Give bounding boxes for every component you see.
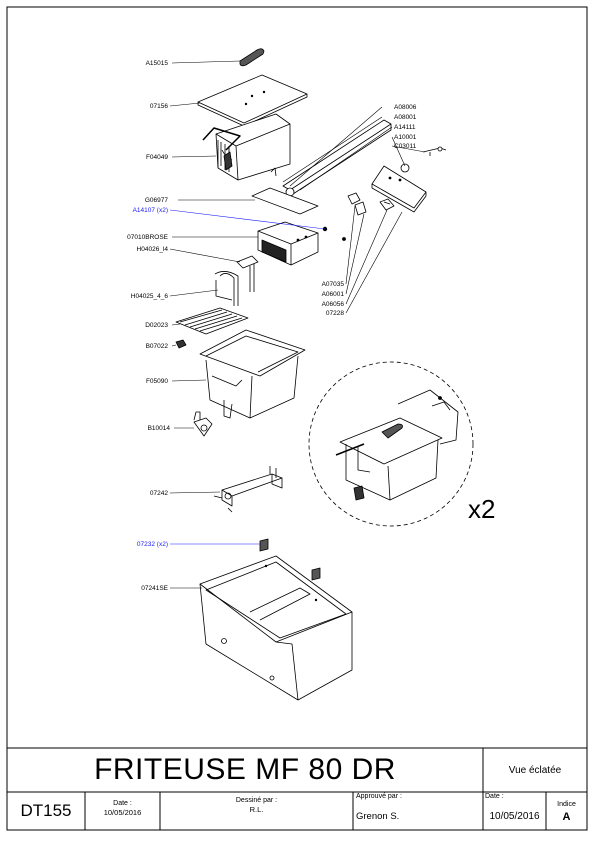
date-caption: Date :: [113, 800, 132, 807]
document-number: DT155: [20, 801, 72, 820]
part-label: A06001: [322, 291, 345, 298]
part-basket: [202, 113, 291, 181]
part-heating-element: [175, 271, 249, 335]
approved-by-caption: Approuvé par :: [356, 793, 402, 800]
part-label: 07242: [150, 490, 168, 497]
part-tank: [199, 329, 306, 419]
part-label: 07156: [150, 103, 168, 110]
part-label: G06977: [145, 197, 169, 204]
part-label: H04026_l4: [137, 246, 169, 253]
date-value: 10/05/2016: [103, 808, 142, 817]
drawn-by-cell: Dessiné par : R.L.: [160, 792, 353, 830]
part-probe-bracket: [236, 255, 259, 292]
highlight-leader-lines: [169, 209, 326, 545]
approval-date-value: 10/05/2016: [489, 811, 540, 822]
part-clip: [259, 538, 321, 581]
approval-date-cell: Date : 10/05/2016: [483, 792, 546, 830]
part-label: B07022: [146, 343, 169, 350]
detail-multiplier: x2: [468, 494, 495, 524]
part-label: 07010BROSE: [127, 234, 168, 241]
sheet-border: [6, 6, 588, 831]
part-label: H04025_4_6: [131, 293, 169, 300]
index-caption: Indice: [557, 801, 576, 808]
part-bracket: [213, 466, 283, 513]
part-label: A10001: [394, 134, 417, 141]
assembled-detail: [308, 361, 474, 527]
drawn-by-caption: Dessiné par :: [235, 797, 278, 804]
part-switches: [347, 192, 395, 216]
part-label: A08001: [394, 114, 417, 121]
leader-lines: [169, 60, 426, 589]
drawing-title: FRITEUSE MF 80 DR: [94, 753, 396, 786]
part-element-bar: [270, 119, 392, 197]
part-label: 07232 (x2): [137, 541, 168, 548]
title-block-grid: [7, 747, 587, 830]
date-cell: Date : 10/05/2016: [85, 792, 160, 830]
part-cabinet: [199, 555, 353, 701]
part-handle-grip: [239, 48, 265, 67]
part-label: C03011: [394, 143, 417, 150]
part-right-rail: [371, 146, 447, 213]
part-label: D02023: [145, 322, 168, 329]
part-label: 07228: [326, 310, 344, 317]
part-label: F04049: [146, 154, 168, 161]
approved-by-value: Grenon S.: [356, 811, 400, 822]
part-label: B10014: [148, 425, 171, 432]
part-label: A06056: [322, 301, 345, 308]
view-type: Vue éclatée: [508, 764, 562, 776]
part-plate: [251, 187, 319, 215]
part-label: A15015: [146, 60, 169, 67]
index-value: A: [562, 811, 571, 823]
approved-by-cell: Approuvé par : Grenon S.: [353, 792, 483, 830]
part-label: 07241SE: [141, 585, 168, 592]
index-cell: Indice A: [546, 792, 587, 830]
part-fitting: [175, 339, 187, 349]
drawn-by-value: R.L.: [249, 805, 264, 814]
part-labels: A15015 07156 F04049 G06977 A14107 (x2) 0…: [127, 60, 495, 592]
part-label: A07035: [322, 281, 345, 288]
part-lid: [197, 74, 308, 127]
part-label: A14107 (x2): [133, 207, 168, 214]
part-label: F05090: [146, 378, 168, 385]
part-label: A08006: [394, 104, 417, 111]
part-drain-valve: [193, 411, 213, 437]
part-screw: [322, 226, 346, 241]
approval-date-caption: Date :: [485, 793, 504, 800]
part-control-box: [257, 221, 319, 266]
part-label: A14111: [394, 124, 416, 131]
